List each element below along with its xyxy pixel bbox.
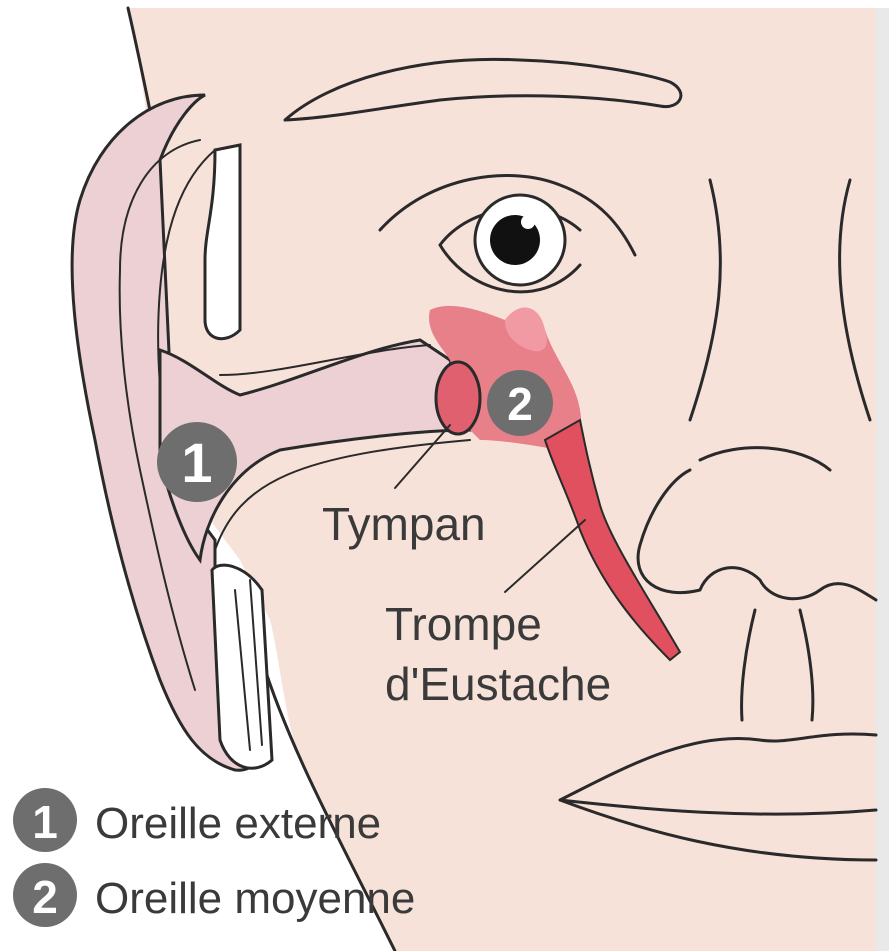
label-trompe-line2: d'Eustache — [385, 658, 611, 710]
legend-text-2: Oreille moyenne — [95, 874, 415, 923]
svg-text:1: 1 — [32, 796, 58, 848]
svg-text:2: 2 — [507, 378, 533, 430]
right-border — [876, 8, 889, 951]
marker-1: 1 — [157, 422, 237, 502]
marker-2: 2 — [487, 370, 553, 436]
legend-text-1: Oreille externe — [95, 799, 381, 848]
label-trompe-line1: Trompe — [385, 598, 542, 650]
eardrum — [436, 362, 480, 434]
svg-text:2: 2 — [32, 871, 58, 923]
label-tympan: Tympan — [322, 498, 486, 550]
eye-highlight — [521, 215, 535, 229]
svg-text:1: 1 — [181, 431, 212, 494]
